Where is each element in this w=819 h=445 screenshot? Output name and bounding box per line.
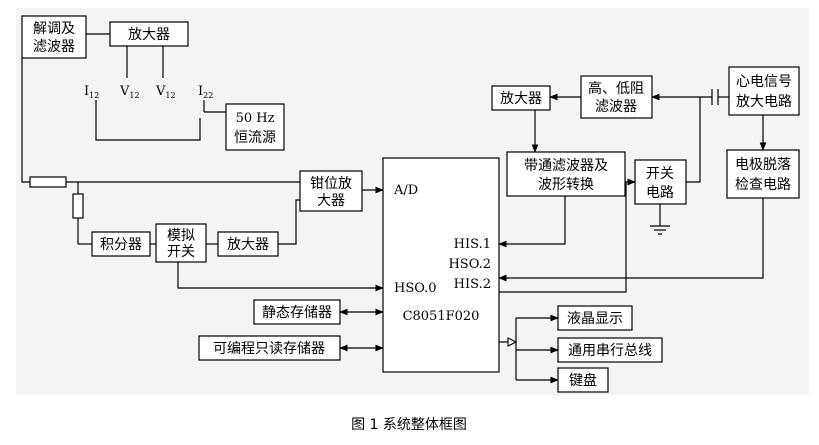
block-ecg-amp: 心电信号 放大电路 [728, 66, 800, 116]
mcu-his2-port: HIS.2 [454, 277, 491, 292]
electrode-check-line1: 电极脱落 [735, 157, 791, 173]
block-bandpass: 带通滤波器及 波形转换 [506, 151, 626, 197]
block-static-storage: 静态存储器 [253, 299, 341, 325]
mcu-ad-port: A/D [393, 183, 418, 198]
bandpass-line1: 带通滤波器及 [524, 158, 608, 174]
resistor-horizontal [29, 176, 67, 188]
ecg-amp-line1: 心电信号 [736, 74, 792, 90]
analog-switch-line1: 模拟 [167, 228, 195, 244]
demod-label-line1: 解调及 [33, 21, 75, 37]
wiring [21, 33, 767, 384]
block-clamp-amp: 钳位放 大器 [299, 170, 363, 212]
electrode-i12-main: I [84, 84, 89, 99]
electrode-i12: I12 [84, 84, 99, 100]
block-prom: 可编程只读存储器 [198, 335, 341, 361]
block-amp-mid: 放大器 [217, 231, 279, 257]
electrode-v12b-sub: 12 [165, 91, 175, 100]
figure-caption: 图 1 系统整体框图 [351, 417, 467, 433]
ecg-amp-line2: 放大电路 [736, 94, 792, 110]
mcu-his1-port: HIS.1 [454, 237, 491, 252]
block-current-source: 50 Hz 恒流源 [225, 103, 285, 151]
electrode-i22: I22 [198, 84, 213, 100]
block-analog-switch: 模拟 开关 [155, 223, 207, 263]
electrode-v12a-main: V [119, 84, 130, 99]
analog-switch-line2: 开关 [167, 244, 195, 260]
amp-top-label: 放大器 [128, 27, 170, 43]
clamp-amp-line1: 钳位放 [310, 176, 352, 192]
electrode-v12a-sub: 12 [129, 91, 139, 100]
hl-filter-line1: 高、低阻 [588, 80, 644, 97]
amp-mid-label: 放大器 [227, 237, 269, 253]
bandpass-line2: 波形转换 [538, 176, 594, 193]
mcu-hso0-port: HSO.0 [394, 281, 437, 296]
electrode-check-line2: 检查电路 [735, 177, 791, 193]
block-bus: 通用串行总线 [557, 337, 663, 363]
electrode-v12a: V12 [119, 84, 140, 100]
prom-label: 可编程只读存储器 [213, 340, 325, 357]
electrode-v12b-main: V [155, 84, 166, 99]
mcu-hso2-port: HSO.2 [448, 257, 491, 272]
hl-filter-line2: 滤波器 [595, 99, 637, 115]
block-demod: 解调及 滤波器 [21, 15, 87, 59]
block-keyboard: 键盘 [557, 367, 609, 393]
switch-circuit-line2: 电路 [646, 185, 674, 201]
current-source-line1: 50 Hz [236, 111, 275, 126]
amp-right-label: 放大器 [500, 91, 542, 107]
block-amp-right: 放大器 [491, 85, 551, 111]
block-switch-circuit: 开关 电路 [634, 159, 687, 205]
block-mcu: A/D HIS.1 HSO.2 HIS.2 HSO.0 C8051F020 [382, 157, 500, 373]
switch-circuit-line1: 开关 [646, 166, 674, 182]
electrode-i22-sub: 22 [203, 91, 213, 100]
current-source-line2: 恒流源 [234, 130, 276, 146]
resistor-vertical [72, 193, 84, 219]
electrode-v12b: V12 [155, 84, 176, 100]
static-storage-label: 静态存储器 [262, 305, 332, 321]
block-amp-top: 放大器 [109, 21, 189, 47]
block-electrode-check: 电极脱落 检查电路 [726, 149, 800, 199]
keyboard-label: 键盘 [569, 372, 597, 389]
bus-label: 通用串行总线 [568, 343, 652, 359]
integrator-label: 积分器 [100, 237, 142, 253]
demod-label-line2: 滤波器 [33, 39, 75, 55]
electrode-i22-main: I [198, 84, 203, 99]
block-hl-filter: 高、低阻 滤波器 [580, 75, 653, 119]
block-lcd: 液晶显示 [557, 305, 633, 331]
block-integrator: 积分器 [91, 231, 151, 257]
lcd-label: 液晶显示 [567, 311, 623, 327]
mcu-name: C8051F020 [403, 309, 480, 324]
clamp-amp-line2: 大器 [317, 193, 345, 209]
electrode-i12-sub: 12 [89, 91, 99, 100]
